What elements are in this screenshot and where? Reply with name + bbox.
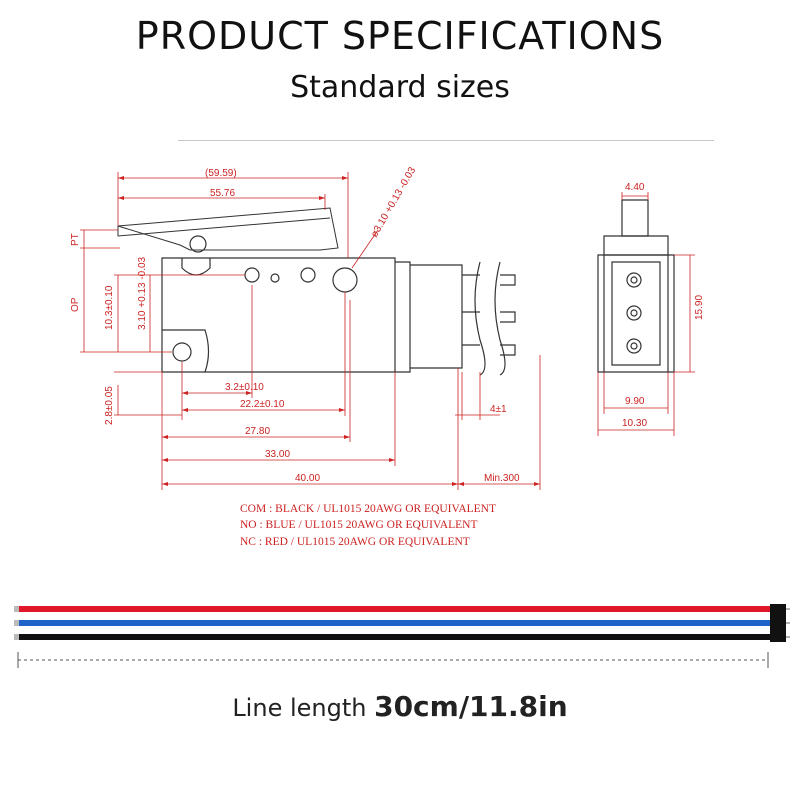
wire-black [18, 634, 774, 640]
dim-terminal: 4±1 [490, 404, 507, 415]
dim-hole-spacing: 3.2±0.10 [225, 382, 264, 393]
wire-connector [770, 604, 786, 642]
page-title: PRODUCT SPECIFICATIONS [135, 14, 665, 58]
dim-side-top: 4.40 [625, 182, 645, 193]
wire-red [18, 606, 774, 612]
dim-body-length: 33.00 [265, 449, 290, 460]
title-divider [178, 140, 714, 141]
dim-op: OP [70, 297, 81, 312]
dim-wire-min: Min.300 [484, 473, 520, 484]
dim-hole-diameter: ø3.10 +0.13 -0.03 [369, 165, 418, 239]
dimension-arrows [118, 176, 540, 486]
wire-blue [18, 620, 774, 626]
switch-side-view [597, 199, 675, 373]
switch-front-view [117, 207, 516, 376]
dim-side-outer: 10.30 [622, 418, 647, 429]
wire-bundle [14, 604, 790, 642]
dim-height-b: 3.10 +0.13 -0.03 [137, 256, 148, 330]
wiring-note-com: COM : BLACK / UL1015 20AWG OR EQUIVALENT [240, 503, 496, 515]
dim-total-length: 40.00 [295, 473, 320, 484]
dim-offset: 2.8±0.05 [104, 386, 115, 425]
dim-pt: PT [70, 233, 81, 246]
side-dimension-lines [597, 192, 695, 436]
dim-overall-lever: (59.59) [205, 168, 237, 179]
dim-span-22: 22.2±0.10 [240, 399, 285, 410]
dim-lever: 55.76 [210, 188, 235, 199]
dim-span-27: 27.80 [245, 426, 270, 437]
dim-height-a: 10.3±0.10 [104, 285, 115, 330]
line-length-dimension [17, 652, 769, 668]
dimension-lines [80, 172, 541, 490]
wiring-note-no: NO : BLUE / UL1015 20AWG OR EQUIVALENT [240, 519, 477, 531]
line-length-value: 30cm/11.8in [374, 690, 568, 723]
line-length-prefix: Line length [232, 694, 375, 722]
page-subtitle: Standard sizes [290, 70, 510, 105]
wiring-note-nc: NC : RED / UL1015 20AWG OR EQUIVALENT [240, 536, 470, 548]
dim-side-height: 15.90 [694, 295, 705, 320]
line-length-label: Line length 30cm/11.8in [0, 690, 800, 723]
dim-side-inner: 9.90 [625, 396, 645, 407]
